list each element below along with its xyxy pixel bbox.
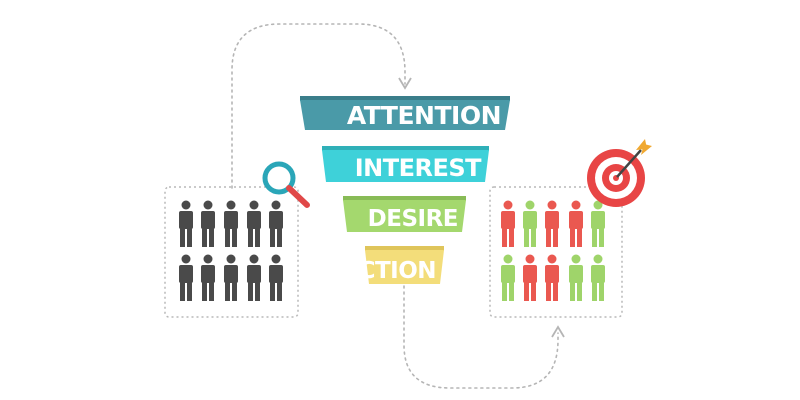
flow-arrowhead-bottom [551, 325, 565, 338]
converted-box [489, 186, 623, 318]
person-icon [247, 254, 261, 301]
person-icon [501, 200, 515, 247]
person-icon [247, 200, 261, 247]
person-icon [591, 254, 605, 301]
funnel-stage-action: ACTION [341, 246, 444, 284]
audience-people [179, 200, 283, 301]
converted-people [501, 200, 605, 301]
person-icon [545, 254, 559, 301]
person-icon [201, 254, 215, 301]
funnel-stage-desire: DESIRE [343, 196, 466, 232]
person-icon [269, 200, 283, 247]
funnel-stage-body [343, 200, 466, 232]
person-icon [591, 200, 605, 247]
person-icon [224, 200, 238, 247]
person-icon [545, 200, 559, 247]
audience-box [164, 186, 299, 318]
person-icon [501, 254, 515, 301]
flow-arrow-top [231, 23, 406, 189]
magnifier-icon [262, 161, 310, 208]
funnel-stage-rim [343, 196, 466, 201]
funnel-stage-body [300, 100, 510, 130]
person-icon [269, 254, 283, 301]
funnel-stage-rim [300, 96, 510, 101]
funnel-stage-interest: INTEREST [322, 146, 489, 182]
person-icon [569, 200, 583, 247]
person-icon [201, 200, 215, 247]
funnel-stage-label: DESIRE [368, 206, 458, 232]
funnel-stage-attention: ATTENTION [300, 96, 510, 130]
funnel-stage-body [322, 150, 489, 182]
target-icon [587, 139, 652, 207]
funnel: ATTENTION INTEREST DESIRE ACTION [300, 96, 510, 284]
funnel-stage-label: ACTION [341, 258, 436, 284]
funnel-stage-label: INTEREST [355, 154, 482, 182]
person-icon [179, 200, 193, 247]
funnel-stage-rim [322, 146, 489, 151]
person-icon [523, 200, 537, 247]
person-icon [523, 254, 537, 301]
funnel-stage-rim [365, 246, 444, 251]
person-icon [224, 254, 238, 301]
flow-arrow-bottom [403, 285, 559, 389]
person-icon [569, 254, 583, 301]
flow-arrowhead-top [398, 77, 412, 90]
person-icon [179, 254, 193, 301]
funnel-stage-body [365, 250, 444, 284]
funnel-stage-label: ATTENTION [347, 101, 501, 130]
